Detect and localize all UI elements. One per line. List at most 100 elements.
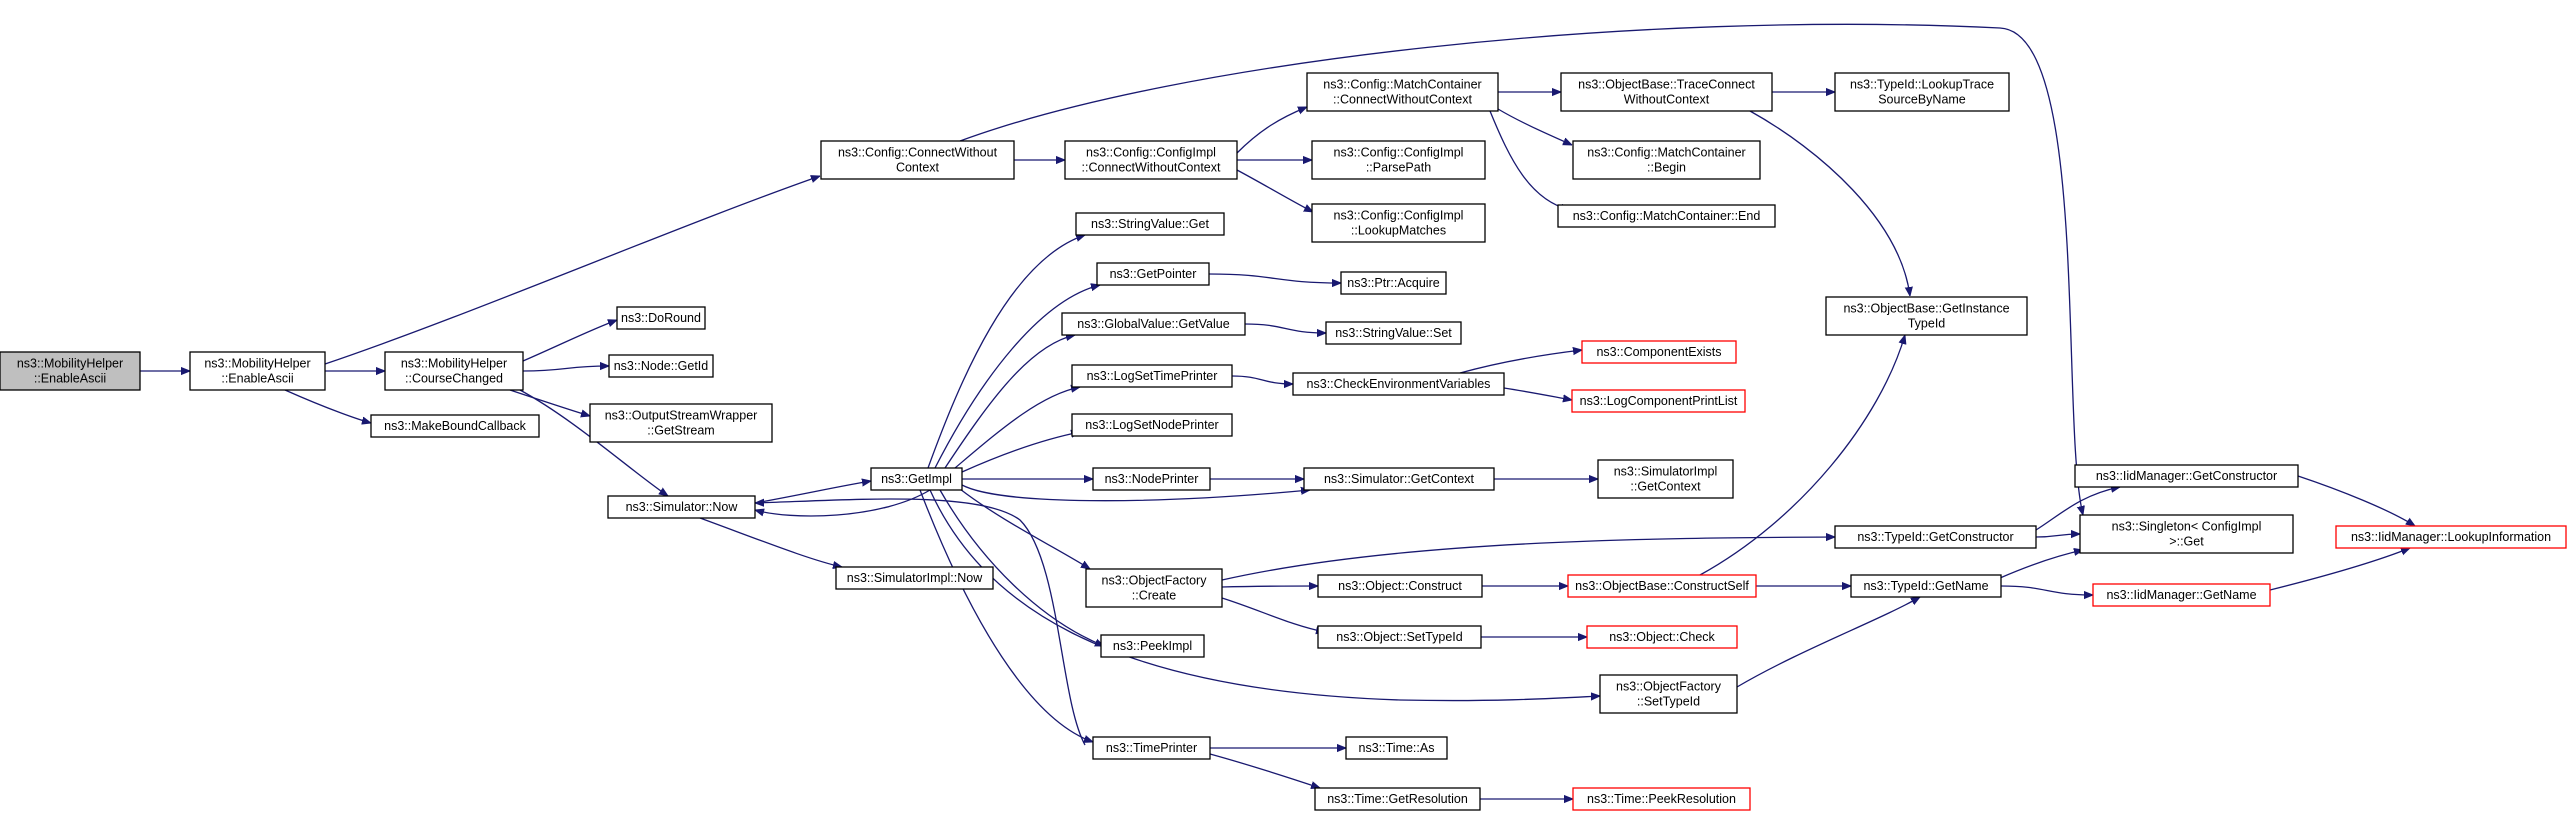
node-n15[interactable]: ns3::ObjectBase::TraceConnectWithoutCont… [1560,72,1773,112]
node-n27[interactable]: ns3::LogComponentPrintList [1571,389,1746,413]
node-box[interactable] [1096,262,1210,286]
node-box[interactable] [1100,634,1205,658]
node-n33[interactable]: ns3::ObjectFactory::Create [1085,568,1223,608]
node-n43[interactable]: ns3::IidManager::GetName [2092,583,2271,607]
node-box[interactable] [616,306,706,330]
node-box[interactable] [1572,140,1761,180]
node-box[interactable] [2335,525,2567,549]
node-box[interactable] [384,351,524,391]
node-box[interactable] [608,354,714,378]
node-n44[interactable]: ns3::PeekImpl [1100,634,1205,658]
node-box[interactable] [589,403,773,443]
node-box[interactable] [870,467,963,491]
node-n21[interactable]: ns3::Ptr::Acquire [1340,271,1447,295]
node-n47[interactable]: ns3::Time::As [1345,736,1448,760]
node-box[interactable] [1306,72,1499,112]
node-box[interactable] [1311,140,1486,180]
node-box[interactable] [835,566,994,590]
node-box[interactable] [1567,574,1757,598]
node-box[interactable] [370,414,540,438]
node-box[interactable] [1303,467,1495,491]
node-n45[interactable]: ns3::ObjectFactory::SetTypeId [1599,674,1738,714]
node-box[interactable] [1572,787,1751,811]
node-box[interactable] [1825,296,2028,336]
node-box[interactable] [1075,212,1225,236]
node-box[interactable] [189,351,326,391]
node-n8[interactable]: ns3::Simulator::Now [607,495,756,519]
node-n14[interactable]: ns3::Config::ConfigImpl::LookupMatches [1311,203,1486,243]
node-box[interactable] [0,351,141,391]
node-box[interactable] [1599,674,1738,714]
node-n25[interactable]: ns3::CheckEnvironmentVariables [1292,372,1505,396]
node-n30[interactable]: ns3::Simulator::GetContext [1303,467,1495,491]
node-n31[interactable]: ns3::SimulatorImpl::GetContext [1597,459,1734,499]
node-n6[interactable]: ns3::Node::GetId [608,354,714,378]
node-n49[interactable]: ns3::Time::PeekResolution [1572,787,1751,811]
node-box[interactable] [607,495,756,519]
node-n19[interactable]: ns3::StringValue::Get [1075,212,1225,236]
node-box[interactable] [1064,140,1238,180]
node-n17[interactable]: ns3::Config::MatchContainer::End [1557,204,1776,228]
node-n26[interactable]: ns3::ComponentExists [1581,340,1737,364]
node-n11[interactable]: ns3::Config::ConfigImpl::ConnectWithoutC… [1064,140,1238,180]
node-n41[interactable]: ns3::Singleton< ConfigImpl>::Get [2079,514,2294,554]
node-n46[interactable]: ns3::TimePrinter [1092,736,1211,760]
node-n23[interactable]: ns3::StringValue::Set [1325,321,1462,345]
node-n13[interactable]: ns3::Config::ConfigImpl::ParsePath [1311,140,1486,180]
node-n10[interactable]: ns3::GetImpl [870,467,963,491]
node-box[interactable] [1292,372,1505,396]
node-n2[interactable]: ns3::Config::ConnectWithoutContext [820,140,1015,180]
node-n24[interactable]: ns3::LogSetTimePrinter [1071,364,1233,388]
node-n4[interactable]: ns3::MakeBoundCallback [370,414,540,438]
node-box[interactable] [2074,464,2299,488]
node-n40[interactable]: ns3::IidManager::GetConstructor [2074,464,2299,488]
node-box[interactable] [820,140,1015,180]
node-box[interactable] [1092,736,1211,760]
node-n9[interactable]: ns3::SimulatorImpl::Now [835,566,994,590]
node-n37[interactable]: ns3::Object::Check [1586,625,1738,649]
node-n35[interactable]: ns3::Object::SetTypeId [1317,625,1482,649]
node-box[interactable] [2092,583,2271,607]
node-n39[interactable]: ns3::TypeId::GetName [1850,574,2002,598]
node-n16[interactable]: ns3::Config::MatchContainer::Begin [1572,140,1761,180]
node-box[interactable] [1834,525,2037,549]
node-box[interactable] [1850,574,2002,598]
node-box[interactable] [1597,459,1734,499]
node-box[interactable] [1317,625,1482,649]
node-n7[interactable]: ns3::OutputStreamWrapper::GetStream [589,403,773,443]
node-box[interactable] [1061,312,1246,336]
node-box[interactable] [1085,568,1223,608]
node-box[interactable] [1071,364,1233,388]
node-n34[interactable]: ns3::Object::Construct [1317,574,1483,598]
node-n3[interactable]: ns3::MobilityHelper::CourseChanged [384,351,524,391]
node-box[interactable] [1581,340,1737,364]
node-box[interactable] [1571,389,1746,413]
node-box[interactable] [1834,72,2010,112]
node-box[interactable] [1560,72,1773,112]
node-n29[interactable]: ns3::NodePrinter [1092,467,1211,491]
node-box[interactable] [1586,625,1738,649]
node-box[interactable] [1314,787,1481,811]
node-n5[interactable]: ns3::DoRound [616,306,706,330]
node-n20[interactable]: ns3::GetPointer [1096,262,1210,286]
node-box[interactable] [1071,413,1233,437]
node-n28[interactable]: ns3::LogSetNodePrinter [1071,413,1233,437]
node-n48[interactable]: ns3::Time::GetResolution [1314,787,1481,811]
node-n1[interactable]: ns3::MobilityHelper::EnableAscii [189,351,326,391]
node-box[interactable] [1317,574,1483,598]
node-box[interactable] [1311,203,1486,243]
node-box[interactable] [1325,321,1462,345]
node-box[interactable] [1340,271,1447,295]
node-box[interactable] [2079,514,2294,554]
node-n22[interactable]: ns3::GlobalValue::GetValue [1061,312,1246,336]
node-box[interactable] [1345,736,1448,760]
node-n36[interactable]: ns3::ObjectBase::ConstructSelf [1567,574,1757,598]
node-box[interactable] [1557,204,1776,228]
node-box[interactable] [1092,467,1211,491]
node-n12[interactable]: ns3::Config::MatchContainer::ConnectWith… [1306,72,1499,112]
node-n42[interactable]: ns3::IidManager::LookupInformation [2335,525,2567,549]
node-n38[interactable]: ns3::TypeId::GetConstructor [1834,525,2037,549]
node-n0[interactable]: ns3::MobilityHelper::EnableAscii [0,351,141,391]
